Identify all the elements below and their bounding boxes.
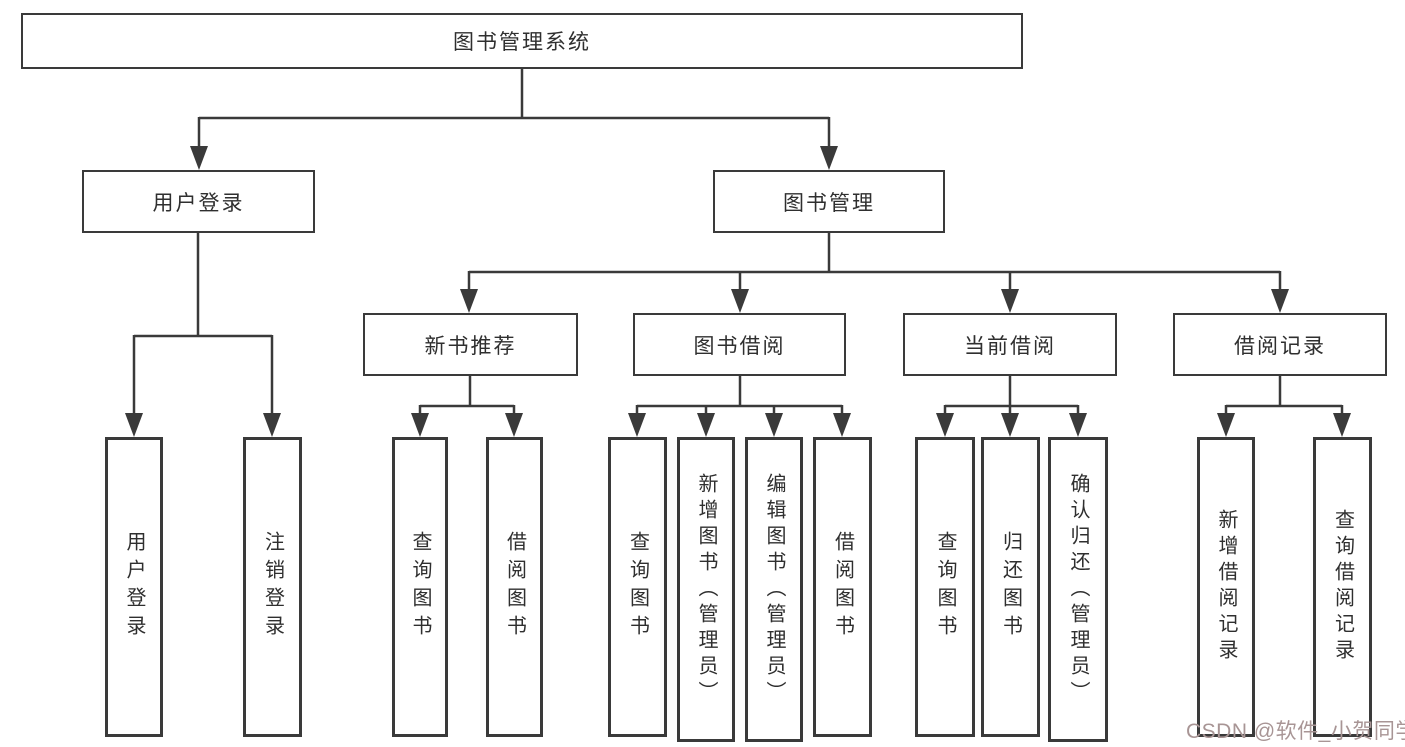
leaf-edit-books-admin: 编辑图书（管理员）	[745, 437, 803, 742]
leaf-add-books-admin: 新增图书（管理员）	[677, 437, 735, 742]
node-borrowing-records: 借阅记录	[1173, 313, 1387, 376]
leaf-confirm-return-admin-label: 确认归还（管理员）	[1067, 472, 1089, 707]
leaf-logout: 注销登录	[243, 437, 302, 737]
leaf-return-books-label: 归还图书	[999, 531, 1022, 643]
node-book-borrowing-label: 图书借阅	[693, 334, 786, 358]
leaf-query-books-recommend: 查询图书	[392, 437, 448, 737]
leaf-query-books-borrow-label: 查询图书	[626, 531, 649, 643]
node-user-login-label: 用户登录	[152, 191, 245, 215]
leaf-borrow-books-recommend-label: 借阅图书	[503, 531, 526, 643]
csdn-watermark: CSDN @软件_小贺同学	[1186, 720, 1405, 743]
node-current-borrowing-label: 当前借阅	[964, 334, 1056, 358]
node-root-library-system: 图书管理系统	[21, 13, 1023, 69]
node-user-login: 用户登录	[82, 170, 315, 233]
leaf-borrow-books-label: 借阅图书	[831, 531, 854, 643]
node-root-label: 图书管理系统	[453, 31, 591, 54]
node-borrowing-records-label: 借阅记录	[1234, 334, 1326, 358]
node-new-book-recommendation: 新书推荐	[363, 313, 578, 376]
leaf-query-books-borrow: 查询图书	[608, 437, 667, 737]
leaf-query-borrow-record: 查询借阅记录	[1313, 437, 1372, 737]
leaf-confirm-return-admin: 确认归还（管理员）	[1048, 437, 1108, 742]
node-new-book-recommendation-label: 新书推荐	[424, 334, 517, 358]
leaf-logout-label: 注销登录	[261, 531, 284, 643]
leaf-return-books: 归还图书	[981, 437, 1040, 737]
leaf-edit-books-admin-label: 编辑图书（管理员）	[763, 472, 785, 707]
leaf-add-borrow-record-label: 新增借阅记录	[1215, 509, 1237, 665]
leaf-query-books-current-label: 查询图书	[934, 531, 956, 643]
node-book-borrowing: 图书借阅	[633, 313, 846, 376]
leaf-borrow-books: 借阅图书	[813, 437, 872, 737]
node-book-management-label: 图书管理	[783, 191, 875, 215]
leaf-query-books-recommend-label: 查询图书	[409, 531, 431, 643]
node-current-borrowing: 当前借阅	[903, 313, 1117, 376]
leaf-user-login-label: 用户登录	[123, 531, 145, 643]
node-book-management: 图书管理	[713, 170, 945, 233]
leaf-add-borrow-record: 新增借阅记录	[1197, 437, 1255, 737]
leaf-user-login: 用户登录	[105, 437, 163, 737]
leaf-add-books-admin-label: 新增图书（管理员）	[695, 472, 717, 707]
leaf-borrow-books-recommend: 借阅图书	[486, 437, 543, 737]
leaf-query-borrow-record-label: 查询借阅记录	[1331, 509, 1354, 665]
leaf-query-books-current: 查询图书	[915, 437, 975, 737]
